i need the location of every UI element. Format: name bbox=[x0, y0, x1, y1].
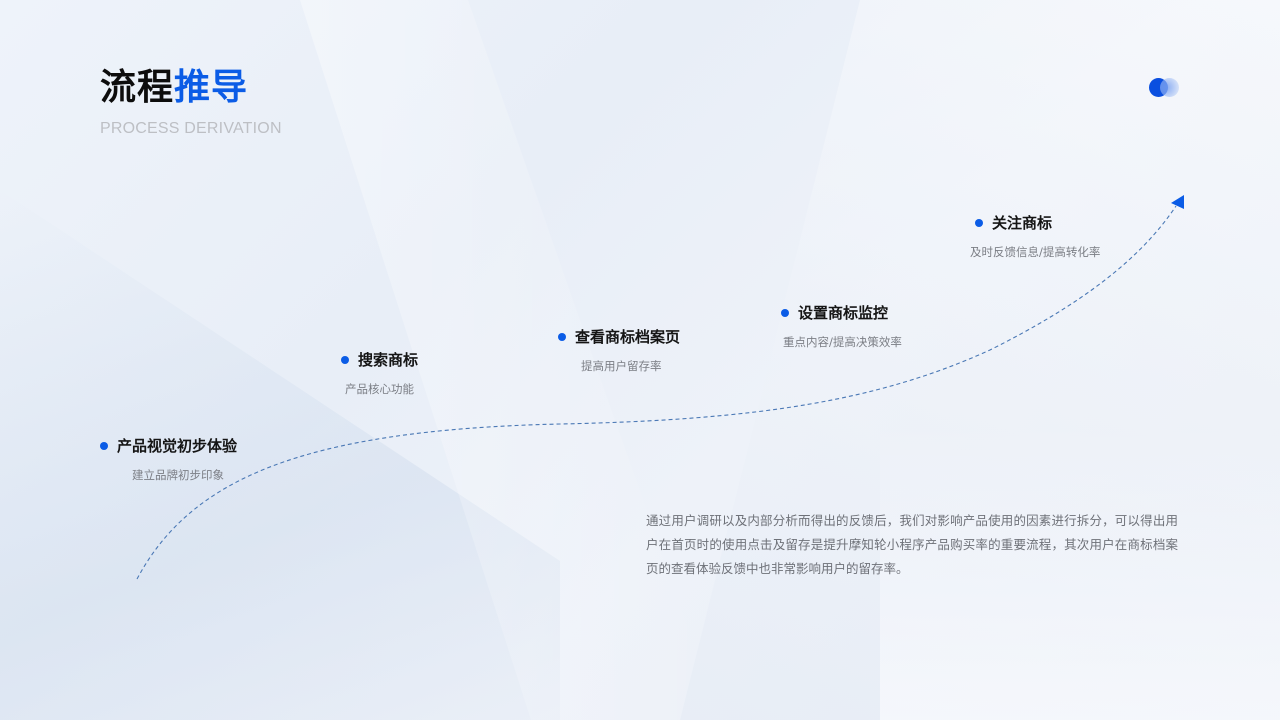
step-label: 关注商标 bbox=[992, 214, 1053, 232]
bullet-dot-icon bbox=[558, 332, 566, 341]
triangle-arrow-icon bbox=[1171, 195, 1184, 209]
bullet-dot-icon bbox=[781, 308, 789, 317]
bullet-dot-icon bbox=[341, 355, 349, 364]
step-label: 设置商标监控 bbox=[798, 304, 889, 322]
step-label: 查看商标档案页 bbox=[575, 328, 681, 346]
brand-circles-icon bbox=[1149, 78, 1183, 98]
title-part-blue: 推导 bbox=[174, 67, 249, 108]
step-desc: 建立品牌初步印象 bbox=[132, 468, 224, 482]
step-3: 查看商标档案页 提高用户留存率 bbox=[558, 326, 680, 374]
title-part-black: 流程 bbox=[100, 67, 175, 108]
step-desc: 重点内容/提高决策效率 bbox=[783, 335, 902, 349]
page-subtitle: PROCESS DERIVATION bbox=[100, 120, 282, 137]
step-1: 产品视觉初步体验 建立品牌初步印象 bbox=[100, 435, 237, 483]
step-desc: 及时反馈信息/提高转化率 bbox=[970, 245, 1101, 259]
page-header: 流程推导 PROCESS DERIVATION bbox=[100, 64, 282, 138]
step-label: 产品视觉初步体验 bbox=[117, 437, 238, 455]
step-4: 设置商标监控 重点内容/提高决策效率 bbox=[781, 302, 902, 350]
bullet-dot-icon bbox=[100, 441, 108, 450]
dashed-curve-path bbox=[136, 205, 1177, 580]
brand-circle-faded bbox=[1160, 78, 1179, 97]
step-2: 搜索商标 产品核心功能 bbox=[341, 349, 418, 397]
step-desc: 产品核心功能 bbox=[345, 382, 414, 396]
page-title: 流程推导 bbox=[100, 64, 282, 112]
bullet-dot-icon bbox=[975, 218, 983, 227]
step-desc: 提高用户留存率 bbox=[581, 359, 662, 373]
step-label: 搜索商标 bbox=[358, 351, 419, 369]
summary-paragraph: 通过用户调研以及内部分析而得出的反馈后，我们对影响产品使用的因素进行拆分，可以得… bbox=[646, 513, 1178, 576]
step-5: 关注商标 及时反馈信息/提高转化率 bbox=[970, 212, 1100, 260]
